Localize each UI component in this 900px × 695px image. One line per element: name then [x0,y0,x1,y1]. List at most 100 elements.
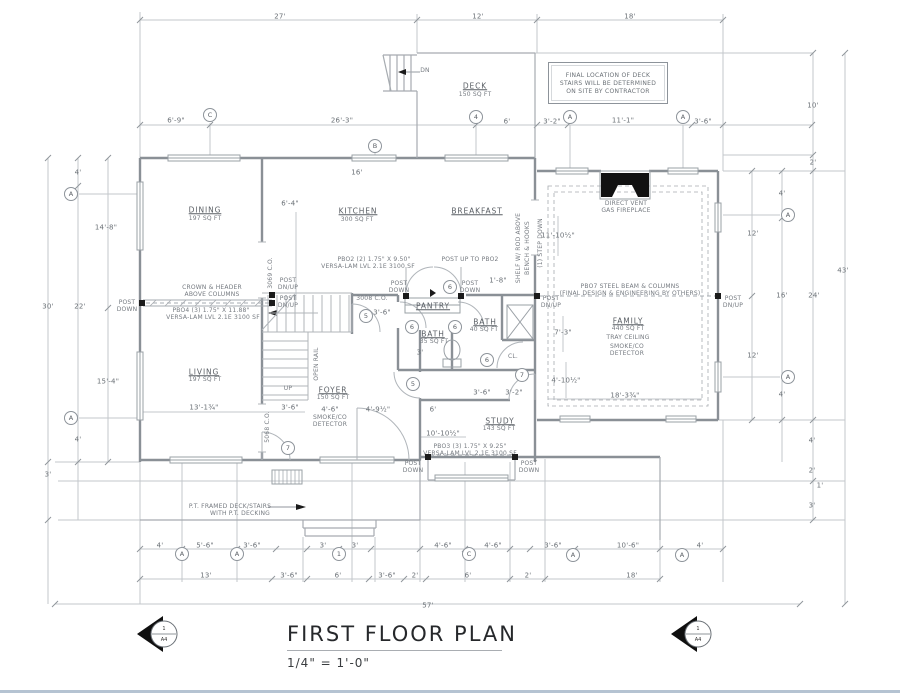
dim-label: 5068 C.O. [264,411,271,443]
dim-label: SHELF W/ ROD ABOVE [515,212,522,284]
post-marker [458,293,464,299]
section-marker-left: 1 A4 [134,612,194,660]
dim-label: 3'-6" [280,571,298,580]
dim-label: 3'-6" [373,308,391,317]
dim-label: 4'-6" [321,405,339,414]
reference-bubble: 5 [359,309,373,323]
dim-label: 12' [472,12,484,21]
post-marker [269,292,275,298]
dim-label: DN/UP [540,302,562,309]
sheet-number: A4 [694,637,702,643]
dim-label: TRAY CEILING [606,334,650,341]
dim-label: 4'-10½" [551,376,581,385]
room-label: DECK [462,81,488,91]
dim-label: 22' [74,302,86,311]
post-marker [269,300,275,306]
dim-label: PBO3 (3) 1.75" X 9.25" [433,443,507,450]
dim-label: 3'-6" [378,571,396,580]
reference-bubble: 4 [469,110,483,124]
dim-label: UP [283,385,293,392]
dim-label: POST [404,460,422,467]
note-line: ON SITE BY CONTRACTOR [566,87,650,95]
dim-label: SMOKE/CO [313,414,347,421]
reference-bubble: A [676,110,690,124]
section-number: 1 [162,626,166,632]
dim-label: 14'-8" [94,223,118,232]
reference-bubble: C [462,547,476,561]
dim-label: 4'-6" [484,541,502,550]
dim-label: 150 SQ FT [316,394,350,401]
dim-label: 6'-9" [167,116,185,125]
dim-label: 13'-1¾" [189,403,219,412]
dim-label: OPEN RAIL [313,347,320,381]
reference-bubble: A [230,547,244,561]
dim-label: POST [520,460,538,467]
dim-label: 13' [200,571,212,580]
dim-label: 3'-2" [505,388,523,397]
dim-label: (1) STEP DOWN [537,218,544,268]
reference-bubble: A [781,208,795,222]
dim-label: 3'-6" [281,403,299,412]
fixtures [271,297,534,485]
room-label: BATH [421,329,445,339]
beams [143,185,716,456]
dim-label: 4' [156,541,164,550]
post-marker [534,293,540,299]
dim-label: 10' [807,101,819,110]
dim-label: VERSA-LAM LVL 2.1E 3100 SF [423,450,517,457]
room-label: FAMILY [612,316,644,326]
windows [136,154,722,482]
dim-label: POST [279,277,297,284]
dim-label: 3' [319,541,327,550]
dim-label: VERSA-LAM LVL 2.1E 3100 SF [321,263,415,270]
dim-label: 4' [74,435,82,444]
dim-label: 2' [524,571,532,580]
dim-label: 3008 C.O. [356,295,388,302]
dim-label: GAS FIREPLACE [601,207,651,214]
section-marker-right-shape [671,616,712,652]
dim-label: PBO4 (3) 1.75" X 11.88" [172,307,250,314]
reference-bubble: A [781,370,795,384]
dim-label: POST [724,295,742,302]
reference-bubble: A [64,187,78,201]
dim-label: DN/UP [277,302,299,309]
dim-label: 3'-6" [473,388,491,397]
room-label: STUDY [485,416,515,426]
contractor-note-text: FINAL LOCATION OF DECK STAIRS WILL BE DE… [551,65,665,101]
dim-label: 4'-9½" [365,405,391,414]
dim-label: WITH P.T. DECKING [210,510,270,517]
room-label: DINING [188,205,222,215]
dim-label: 4' [696,541,704,550]
dim-label: 26'-3" [330,116,354,125]
reference-bubble: C [203,108,217,122]
reference-bubble: 6 [405,320,419,334]
fireplace-icon [599,170,651,200]
dim-label: 440 SQ FT [611,325,645,332]
dim-label: 18' [624,12,636,21]
dim-label: ABOVE COLUMNS [184,291,240,298]
reference-bubble: 6 [480,353,494,367]
dim-label: 3'-6" [544,541,562,550]
dim-label: DN/UP [277,284,299,291]
dim-label: DETECTOR [312,421,348,428]
dim-label: 57' [422,601,434,610]
dim-label: 11'-1" [611,116,635,125]
note-line: FINAL LOCATION OF DECK [565,71,651,79]
dim-label: DOWN [518,467,540,474]
room-label: LIVING [188,367,220,377]
room-label: BATH [473,317,497,327]
dim-label: 3'-2" [543,117,561,126]
dim-label: 143 SQ FT [482,425,516,432]
dim-label: 2' [808,466,816,475]
dim-label: 197 SQ FT [188,376,222,383]
dim-label: 27' [274,12,286,21]
dim-label: 4' [778,390,786,399]
dim-label: 4'-6" [434,541,452,550]
reference-bubble: 5 [406,377,420,391]
dim-label: 43' [837,266,849,275]
dim-label: 4' [808,436,816,445]
dim-label: DETECTOR [609,350,645,357]
sheet-number: A4 [160,637,168,643]
